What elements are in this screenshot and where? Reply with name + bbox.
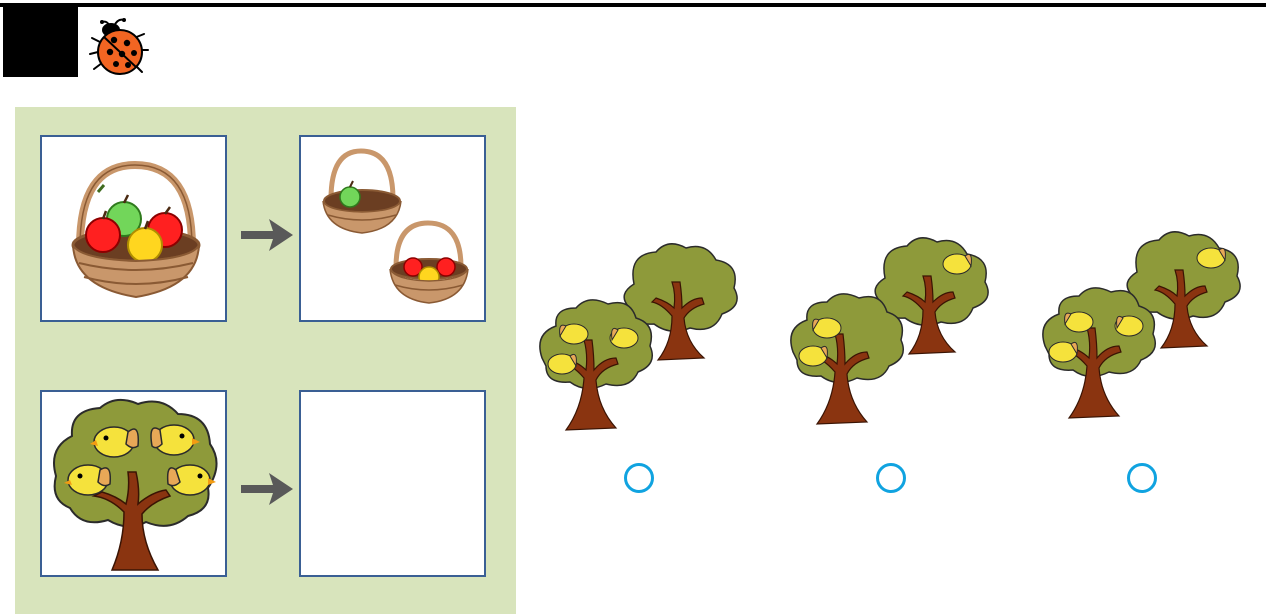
basket-of-apples-image xyxy=(71,160,201,299)
tree-icon xyxy=(874,237,989,355)
example-panel xyxy=(15,107,516,614)
option-1-radio[interactable] xyxy=(624,463,654,493)
tree-icon xyxy=(623,243,738,361)
option-3-trees-image xyxy=(1042,231,1241,419)
option-2-radio[interactable] xyxy=(876,463,906,493)
tree-icon xyxy=(539,299,653,431)
right-arrow-icon xyxy=(241,473,293,505)
ladybug-icon xyxy=(88,16,152,82)
tree-icon xyxy=(790,293,904,425)
question-source-card xyxy=(40,390,227,577)
answer-box xyxy=(299,390,486,577)
tree-icon xyxy=(1126,231,1241,349)
tree-with-four-birds-image xyxy=(53,398,218,571)
option-3-radio[interactable] xyxy=(1127,463,1157,493)
right-arrow-icon xyxy=(241,219,293,251)
example-result-card xyxy=(299,135,486,322)
tree-icon xyxy=(1042,287,1156,419)
apples-split-into-two-baskets-image xyxy=(322,148,469,304)
header-rule xyxy=(0,3,1266,7)
example-source-card xyxy=(40,135,227,322)
question-number-box xyxy=(3,7,78,77)
option-1-trees-image xyxy=(539,243,738,431)
option-2-trees-image xyxy=(790,237,989,425)
